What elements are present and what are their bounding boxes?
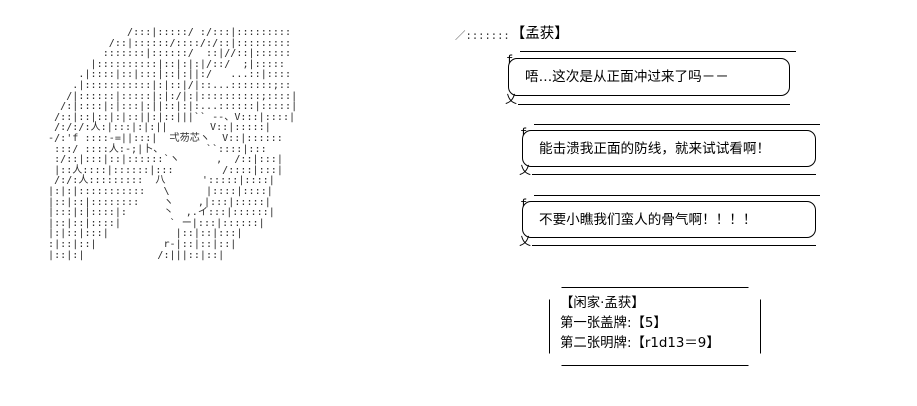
status-box-title: 【闲家·孟获】 <box>560 296 645 311</box>
bubble-rule-top-1 <box>520 51 796 52</box>
speech-bubble-2: 能击溃我正面的防线，就来试试看啊！ <box>522 130 816 167</box>
speech-bubble-text-2: 能击溃我正面的防线，就来试试看啊！ <box>539 140 771 157</box>
bubble-tail-bottom-3: 乂 <box>519 234 532 248</box>
speech-bubble-text-3: 不要小瞧我们蛮人的骨气啊！！！！ <box>539 211 757 228</box>
bubble-tail-bottom-1: 乂 <box>505 92 518 106</box>
bubble-rule-bottom-2 <box>532 174 816 175</box>
bubble-rule-bottom-3 <box>532 245 816 246</box>
bubble-tail-bottom-2: 乂 <box>519 163 532 177</box>
status-row-facedown-card: 第一张盖牌:【5】 <box>560 316 667 331</box>
player-status-box: 【闲家·孟获】 第一张盖牌:【5】 第二张明牌:【r1d13＝9】 <box>549 287 761 366</box>
bubble-rule-top-2 <box>534 124 820 125</box>
status-box-frame <box>549 287 761 366</box>
character-name-tag: ／::::::: 【孟获】 <box>455 26 569 43</box>
speech-bubble-text-1: 唔…这次是从正面冲过来了吗－－ <box>525 69 729 85</box>
bubble-rule-bottom-1 <box>518 104 790 105</box>
name-lead-ascii: ／::::::: <box>455 30 510 42</box>
bubble-rule-top-3 <box>534 195 820 196</box>
speech-bubble-1: 唔…这次是从正面冲过来了吗－－ <box>508 58 790 96</box>
character-name-label: 【孟获】 <box>510 26 569 42</box>
speech-bubble-3: 不要小瞧我们蛮人的骨气啊！！！！ <box>522 201 816 238</box>
ascii-art-character: /:::|:::::/ :/:::|::::::::: /::|::::::/:… <box>48 27 298 261</box>
status-box-body: 【闲家·孟获】 第一张盖牌:【5】 第二张明牌:【r1d13＝9】 <box>560 294 753 360</box>
status-row-faceup-card: 第二张明牌:【r1d13＝9】 <box>560 336 720 351</box>
